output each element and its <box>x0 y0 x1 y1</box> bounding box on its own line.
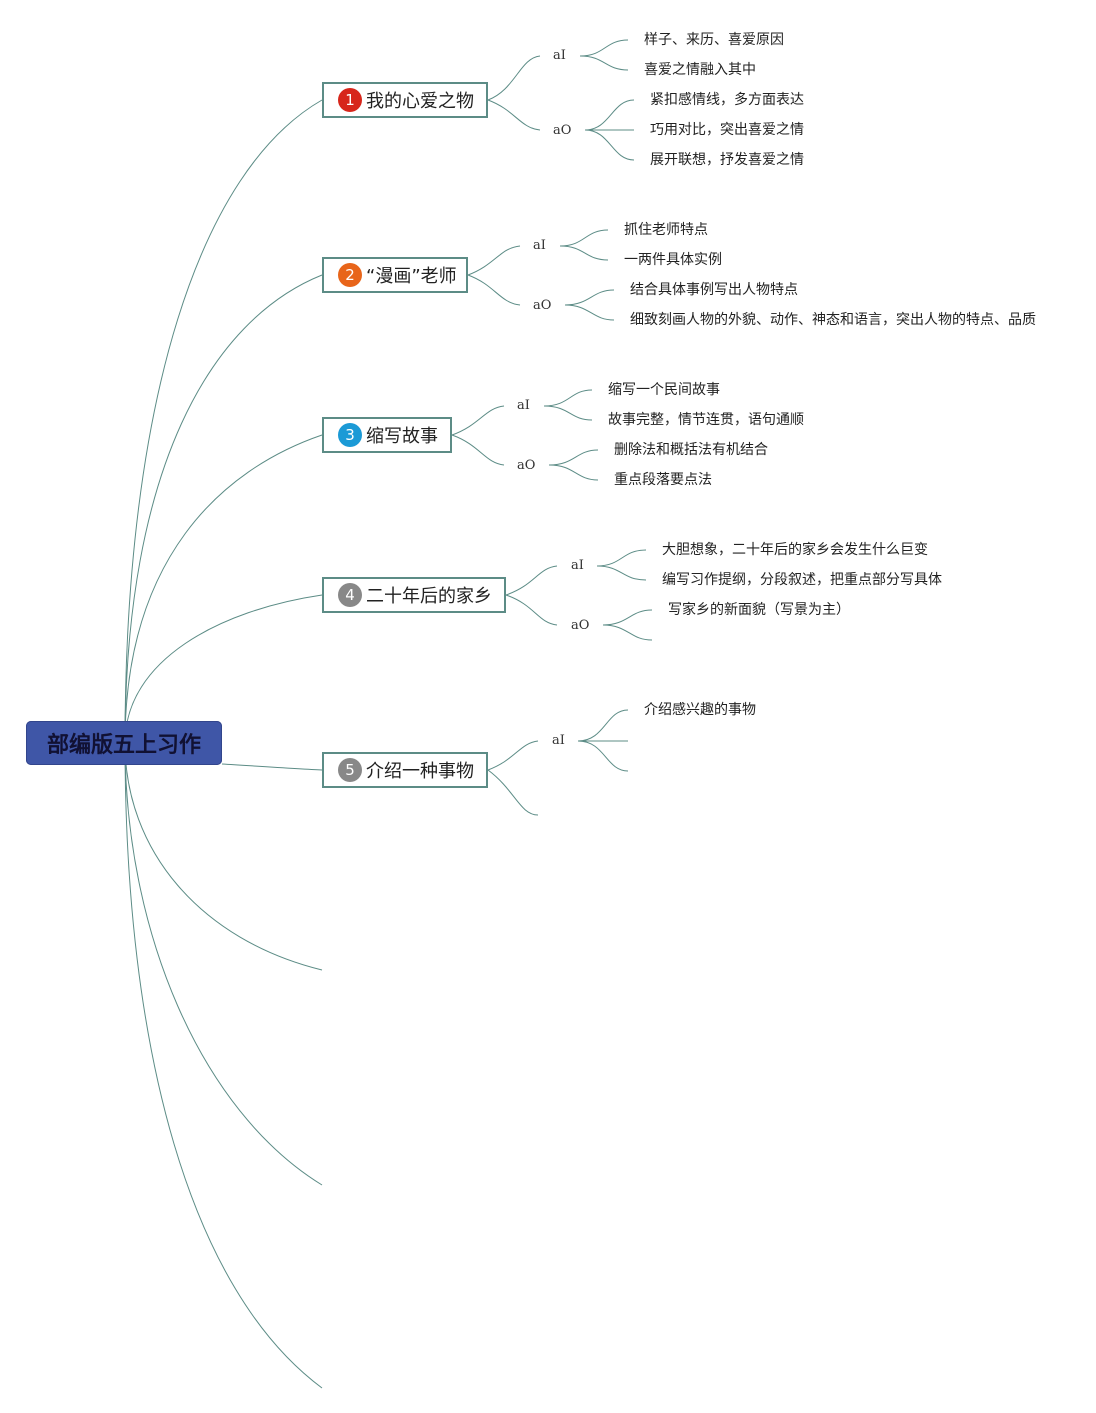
number-badge-2-icon: 2 <box>338 263 362 287</box>
group-label: aI <box>517 398 530 413</box>
topic-title: 二十年后的家乡 <box>366 586 492 607</box>
leaf-item[interactable]: 样子、来历、喜爱原因 <box>644 32 784 48</box>
leaf-item[interactable]: 大胆想象，二十年后的家乡会发生什么巨变 <box>662 542 928 558</box>
topic-1[interactable]: 1 我的心爱之物 <box>322 82 488 118</box>
number-badge-1-icon: 1 <box>338 88 362 112</box>
topic-2[interactable]: 2 “漫画”老师 <box>322 257 468 293</box>
leaf-item[interactable]: 故事完整，情节连贯，语句通顺 <box>608 412 804 428</box>
leaf-item[interactable]: 结合具体事例写出人物特点 <box>630 282 798 298</box>
topic-title: “漫画”老师 <box>366 266 457 287</box>
topic-title: 我的心爱之物 <box>366 91 474 112</box>
root-title: 部编版五上习作 <box>46 733 201 758</box>
leaf-item[interactable]: 删除法和概括法有机结合 <box>614 442 768 458</box>
leaf-item[interactable]: 介绍感兴趣的事物 <box>644 702 756 718</box>
number-badge-3-icon: 3 <box>338 423 362 447</box>
leaf-item[interactable]: 写家乡的新面貌（写景为主） <box>668 602 850 618</box>
leaf-item[interactable]: 巧用对比，突出喜爱之情 <box>650 122 804 138</box>
leaf-item[interactable]: 喜爱之情融入其中 <box>644 62 756 78</box>
topic-title: 介绍一种事物 <box>366 761 474 782</box>
topic-5[interactable]: 5 介绍一种事物 <box>322 752 488 788</box>
group-label: aI <box>571 558 584 573</box>
root-topic[interactable]: 部编版五上习作 <box>26 721 222 765</box>
leaf-item[interactable]: 缩写一个民间故事 <box>608 382 720 398</box>
topic-4[interactable]: 4 二十年后的家乡 <box>322 577 506 613</box>
group-label: aO <box>553 123 572 138</box>
leaf-item[interactable]: 紧扣感情线，多方面表达 <box>650 92 804 108</box>
leaf-item[interactable]: 展开联想，抒发喜爱之情 <box>650 152 804 168</box>
group-label: aI <box>552 733 565 748</box>
topic-title: 缩写故事 <box>366 426 438 447</box>
group-label: aI <box>553 48 566 63</box>
group-label: aI <box>533 238 546 253</box>
group-label: aO <box>571 618 590 633</box>
number-badge-5-icon: 5 <box>338 758 362 782</box>
leaf-item[interactable]: 编写习作提纲，分段叙述，把重点部分写具体 <box>662 572 942 588</box>
leaf-item[interactable]: 一两件具体实例 <box>624 252 722 268</box>
leaf-item[interactable]: 抓住老师特点 <box>624 222 708 238</box>
group-label: aO <box>533 298 552 313</box>
group-label: aO <box>517 458 536 473</box>
leaf-item[interactable]: 细致刻画人物的外貌、动作、神态和语言，突出人物的特点、品质 <box>630 312 1036 328</box>
leaf-item[interactable]: 重点段落要点法 <box>614 472 712 488</box>
topic-3[interactable]: 3 缩写故事 <box>322 417 452 453</box>
number-badge-4-icon: 4 <box>338 583 362 607</box>
